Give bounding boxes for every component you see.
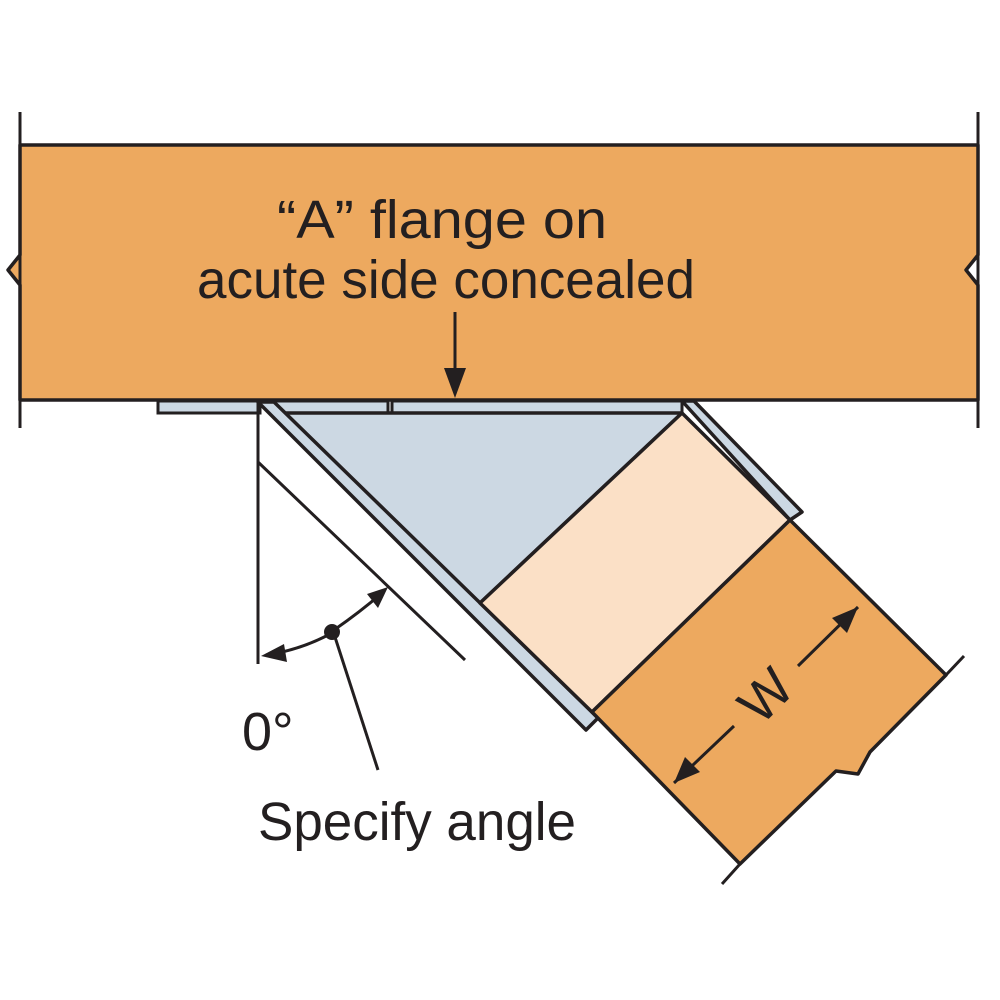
top-flange-right bbox=[390, 399, 684, 415]
angle-indicator bbox=[256, 403, 467, 771]
hanger-side-plate-obtuse bbox=[680, 399, 804, 522]
flange-callout-line2: acute side concealed bbox=[197, 250, 695, 310]
flange-callout-line1: “A” flange on bbox=[277, 190, 607, 250]
skew-reference-line bbox=[256, 460, 467, 662]
angle-arrow-left bbox=[261, 644, 287, 662]
top-flange-left bbox=[156, 399, 262, 415]
zero-degree-label: 0° bbox=[242, 702, 294, 762]
hanger bbox=[156, 399, 804, 732]
specify-angle-label: Specify angle bbox=[258, 792, 576, 852]
angle-arrow-right bbox=[367, 587, 388, 608]
flange-callout-arrow bbox=[444, 368, 466, 398]
width-arrow-lower bbox=[674, 757, 700, 783]
top-flange-a-concealed bbox=[268, 399, 390, 415]
specify-angle-leader bbox=[332, 633, 380, 771]
joist-extension-top bbox=[944, 654, 966, 677]
flange-callout bbox=[444, 312, 466, 398]
header-beam bbox=[6, 112, 980, 428]
angle-pivot-dot bbox=[324, 624, 340, 640]
width-arrow-upper bbox=[832, 607, 858, 633]
hanger-edge-dotted bbox=[594, 522, 788, 710]
joist-extension-bottom bbox=[720, 862, 742, 886]
